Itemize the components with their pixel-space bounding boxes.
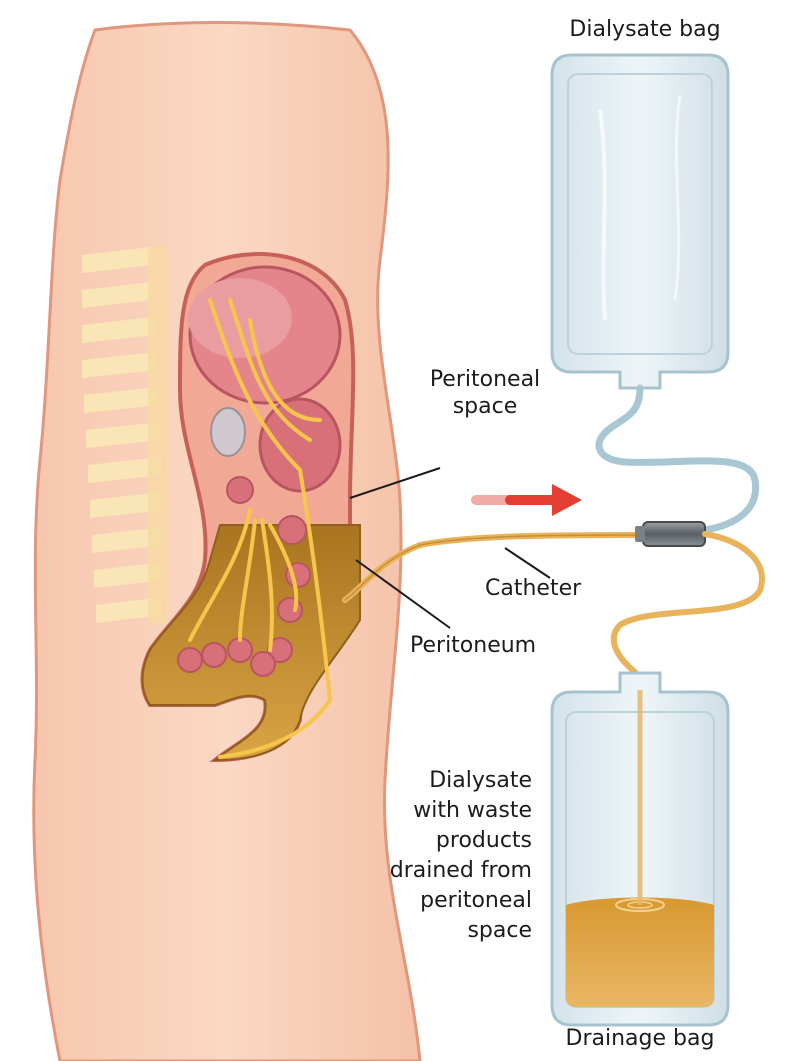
label-waste-line-3: products [340,826,532,856]
leader-catheter [505,548,550,578]
label-peritoneal-space-line-2: space [400,393,570,420]
label-peritoneum: Peritoneum [410,632,536,659]
label-waste-line-1: Dialysate [340,766,532,796]
label-peritoneal-space-line-1: Peritoneal [400,366,570,393]
tube-connector [643,522,705,546]
label-peritoneal-space: Peritoneal space [400,366,570,420]
label-catheter: Catheter [485,575,581,602]
drained-fluid [566,898,714,1008]
label-waste-line-5: peritoneal [340,886,532,916]
label-drainage-bag: Drainage bag [545,1025,735,1052]
label-waste-line-2: with waste [340,796,532,826]
dialysate-tube [599,388,756,530]
label-waste-line-6: space [340,916,532,946]
drainage-bag [552,673,728,1025]
dialysate-bag [552,55,728,388]
label-dialysate-bag: Dialysate bag [555,16,735,43]
drainage-tube [614,534,762,672]
flow-arrow [476,484,582,516]
label-waste-line-4: drained from [340,856,532,886]
label-waste-dialysate: Dialysate with waste products drained fr… [340,766,532,946]
